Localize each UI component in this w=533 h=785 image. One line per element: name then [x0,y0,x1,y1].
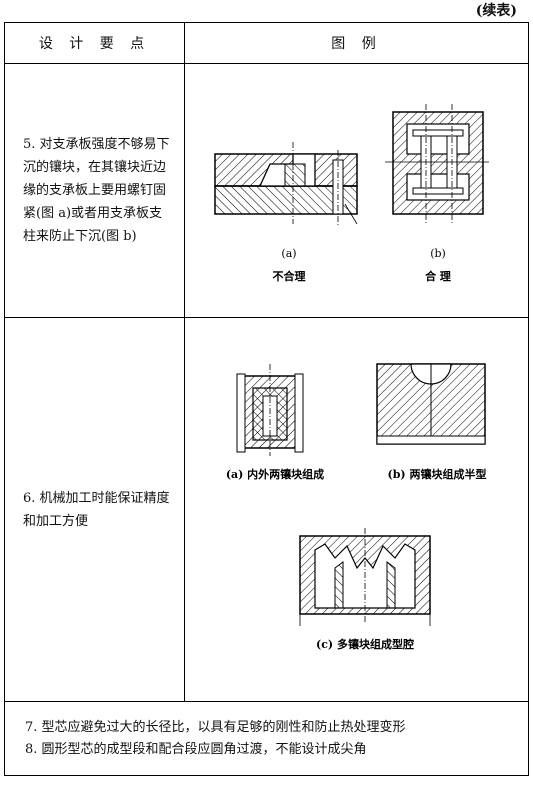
caption-6b: (b) 两镶块组成半型 [388,467,487,481]
header-row: 设 计 要 点 图 例 [4,22,529,64]
figure-5a-drawing [214,142,358,226]
design-point-8: 8. 圆形型芯的成型段和配合段应圆角过渡，不能设计成尖角 [25,741,367,757]
caption-5b-verdict: 合 理 [425,269,451,283]
table-row: 5. 对支承板强度不够易下沉的镶块，在其镶块近边缘的支承板上要用螺钉固紧(图 a… [4,63,529,318]
header-figure-example: 图 例 [184,22,529,64]
header-design-points: 设 计 要 点 [4,22,185,64]
caption-5a-verdict: 不合理 [273,269,306,283]
table-row: 6. 机械加工时能保证精度和加工方便 [4,317,529,702]
caption-5b: (b) [430,247,446,260]
design-point-5: 5. 对支承板强度不够易下沉的镶块，在其镶块近边缘的支承板上要用螺钉固紧(图 a… [4,63,185,318]
figure-cell-5: (a) 不合理 (b) 合 理 [184,63,529,318]
figure-6-drawings: (a) 内外两镶块组成 (b) 两镶块组成半型 (c) 多镶块组成型腔 [226,363,487,651]
caption-6c: (c) 多镶块组成型腔 [316,637,414,651]
figure-5b-drawing [385,104,489,224]
design-point-7: 7. 型芯应避免过大的长径比，以具有足够的刚性和防止热处理变形 [25,719,406,735]
figure-6a-drawing [236,364,304,456]
figure-6c-drawing [299,528,431,626]
caption-6a: (a) 内外两镶块组成 [226,467,324,481]
footer-notes: 7. 型芯应避免过大的长径比，以具有足够的刚性和防止热处理变形 8. 圆形型芯的… [4,701,529,776]
figure-cell-6: (a) 内外两镶块组成 (b) 两镶块组成半型 (c) 多镶块组成型腔 [184,317,529,702]
design-table: 设 计 要 点 图 例 5. 对支承板强度不够易下沉的镶块，在其镶块近边缘的支承… [4,22,529,776]
design-point-6: 6. 机械加工时能保证精度和加工方便 [4,317,185,702]
figure-6b-drawing [376,363,486,445]
caption-5a: (a) [281,247,296,260]
figure-5-drawings: (a) 不合理 (b) 合 理 [214,104,489,283]
footer-row: 7. 型芯应避免过大的长径比，以具有足够的刚性和防止热处理变形 8. 圆形型芯的… [4,701,529,776]
continued-label: (续表) [475,3,517,19]
